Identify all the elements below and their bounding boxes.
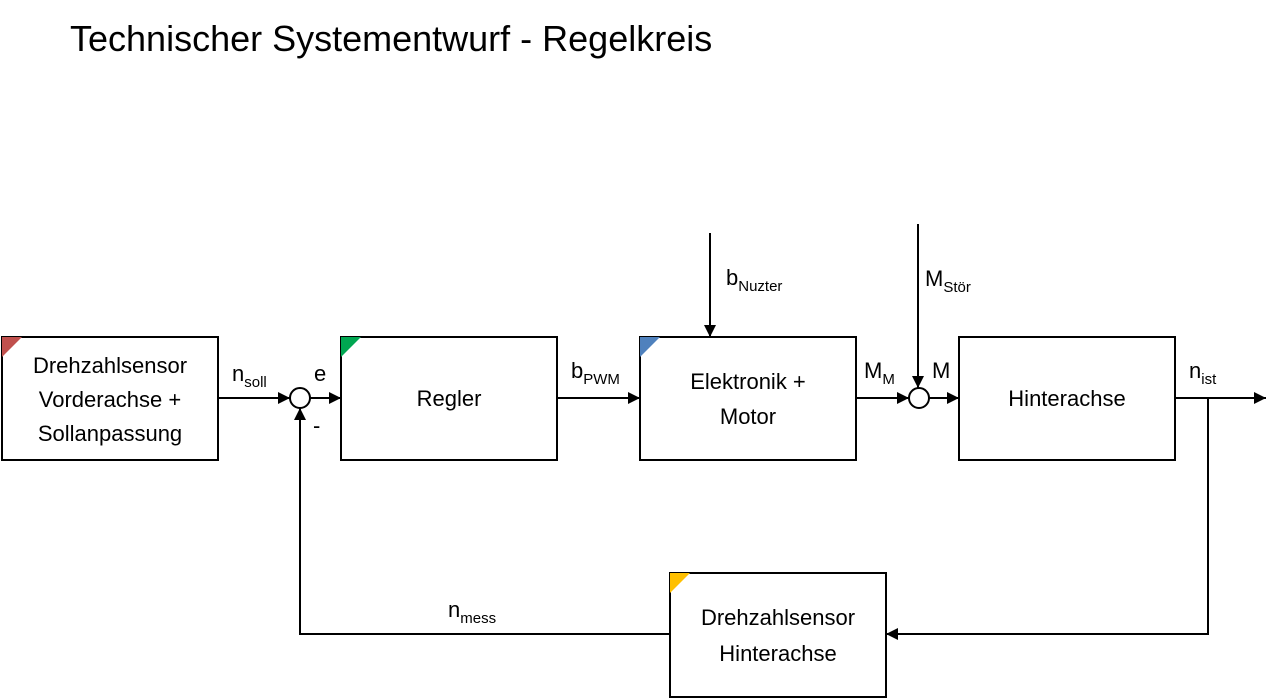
summing-junction-2 <box>908 387 930 409</box>
label-n-soll-base: n <box>232 361 244 386</box>
label-b-pwm-sub: PWM <box>583 371 620 388</box>
label-m-stoer-sub: Stör <box>943 279 971 296</box>
page-title: Technischer Systementwurf - Regelkreis <box>70 18 713 59</box>
label-m-stoer: MStör <box>925 266 971 296</box>
rear-sensor-line-1: Drehzahlsensor <box>701 605 855 630</box>
label-n-ist-base: n <box>1189 358 1201 383</box>
marker-yellow <box>670 573 690 593</box>
label-b-nuzter-sub: Nuzter <box>738 278 782 295</box>
block-controller: Regler <box>340 336 558 461</box>
label-m-m-sub: M <box>882 371 895 388</box>
label-m-m: MM <box>864 358 895 388</box>
label-b-pwm-base: b <box>571 358 583 383</box>
label-n-soll: nsoll <box>232 361 267 391</box>
summing-junction-1 <box>289 387 311 409</box>
motor-line-1: Elektronik + <box>690 369 806 394</box>
rear-sensor-line-2: Hinterachse <box>719 641 836 666</box>
marker-green <box>341 337 361 357</box>
feedback-n-mess <box>294 408 670 635</box>
block-front-sensor: Drehzahlsensor Vorderachse + Sollanpassu… <box>1 336 219 461</box>
label-n-ist-sub: ist <box>1201 371 1217 388</box>
label-e: e <box>314 361 326 386</box>
controller-label: Regler <box>417 386 482 411</box>
label-b-nuzter: bNuzter <box>726 265 782 295</box>
label-n-ist: nist <box>1189 358 1217 388</box>
label-minus: - <box>313 413 320 438</box>
front-sensor-line-2: Vorderachse + <box>39 387 181 412</box>
label-m: M <box>932 358 950 383</box>
marker-red <box>2 337 22 357</box>
front-sensor-line-1: Drehzahlsensor <box>33 353 187 378</box>
label-n-soll-sub: soll <box>244 374 267 391</box>
label-b-nuzter-base: b <box>726 265 738 290</box>
label-m-m-base: M <box>864 358 882 383</box>
label-n-mess: nmess <box>448 597 496 627</box>
label-n-mess-sub: mess <box>460 610 496 627</box>
block-rear-sensor: Drehzahlsensor Hinterachse <box>669 572 887 698</box>
rear-axle-label: Hinterachse <box>1008 386 1125 411</box>
label-m-stoer-base: M <box>925 266 943 291</box>
front-sensor-line-3: Sollanpassung <box>38 421 182 446</box>
motor-line-2: Motor <box>720 404 776 429</box>
label-n-mess-base: n <box>448 597 460 622</box>
feedback-to-rear-sensor <box>886 398 1209 640</box>
block-rear-axle: Hinterachse <box>958 336 1176 461</box>
block-motor: Elektronik + Motor <box>639 336 857 461</box>
marker-blue <box>640 337 660 357</box>
label-b-pwm: bPWM <box>571 358 620 388</box>
